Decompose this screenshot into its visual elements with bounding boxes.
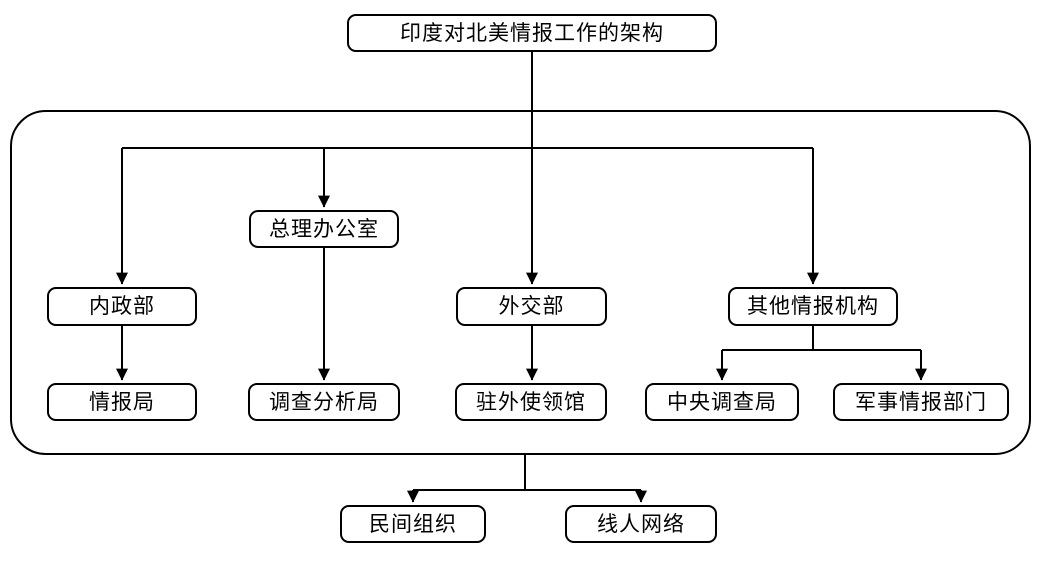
node-overseas-missions: 驻外使领馆	[455, 383, 607, 421]
node-intelligence-bureau: 情报局	[47, 383, 197, 421]
node-foreign-ministry: 外交部	[456, 287, 607, 326]
node-interior-ministry: 内政部	[47, 287, 197, 326]
node-central-bureau-investigation: 中央调查局	[645, 383, 799, 421]
node-civil-organizations: 民间组织	[340, 505, 486, 543]
node-root-title: 印度对北美情报工作的架构	[347, 14, 717, 52]
node-military-intel: 军事情报部门	[833, 383, 1009, 421]
node-research-analysis-wing: 调查分析局	[248, 383, 400, 421]
agency-group-frame	[10, 110, 1031, 455]
node-informant-network: 线人网络	[565, 505, 717, 543]
node-other-intel-agencies: 其他情报机构	[728, 287, 898, 326]
node-pm-office: 总理办公室	[249, 210, 399, 248]
